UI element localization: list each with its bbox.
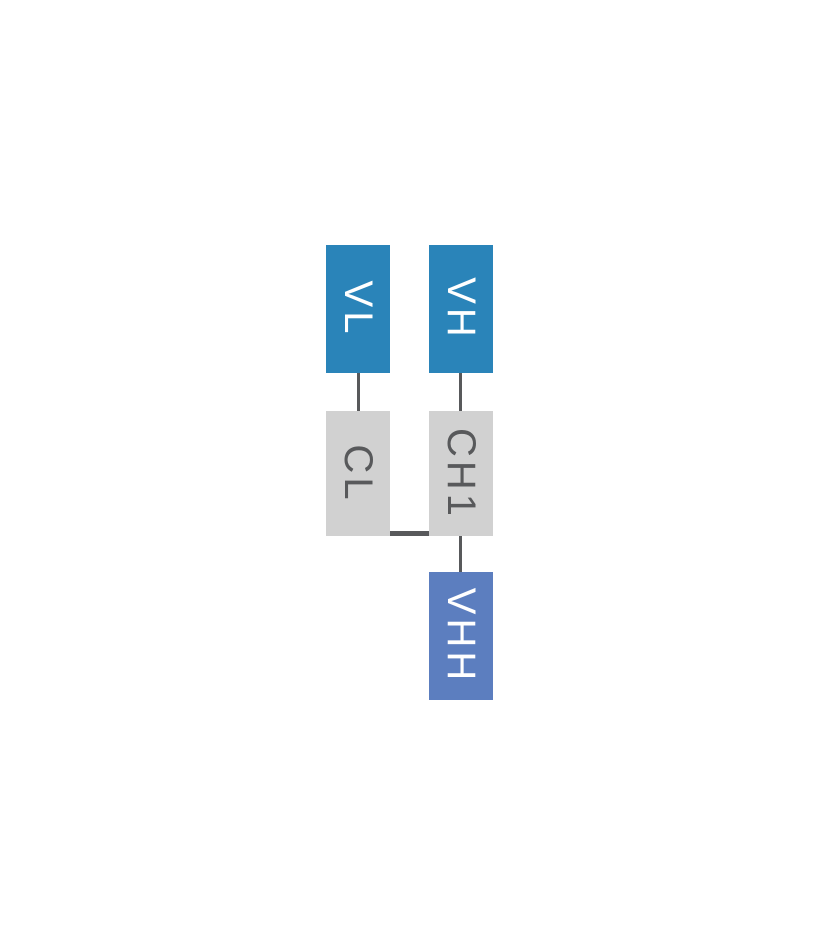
domain-label-ch1: CH1	[439, 427, 483, 520]
domain-label-cl: CL	[336, 443, 380, 504]
connector-vl-cl	[357, 373, 360, 411]
domain-label-vhh: VHH	[439, 587, 483, 685]
domain-box-vhh: VHH	[429, 572, 493, 700]
connector-vh-ch1	[459, 373, 462, 411]
connector-cl-ch1	[390, 531, 429, 536]
domain-label-vl: VL	[336, 280, 380, 338]
domain-box-cl: CL	[326, 411, 390, 536]
domain-box-vh: VH	[429, 245, 493, 373]
connector-ch1-vhh	[459, 536, 462, 572]
domain-box-vl: VL	[326, 245, 390, 373]
domain-label-vh: VH	[439, 277, 483, 341]
domain-box-ch1: CH1	[429, 411, 493, 536]
